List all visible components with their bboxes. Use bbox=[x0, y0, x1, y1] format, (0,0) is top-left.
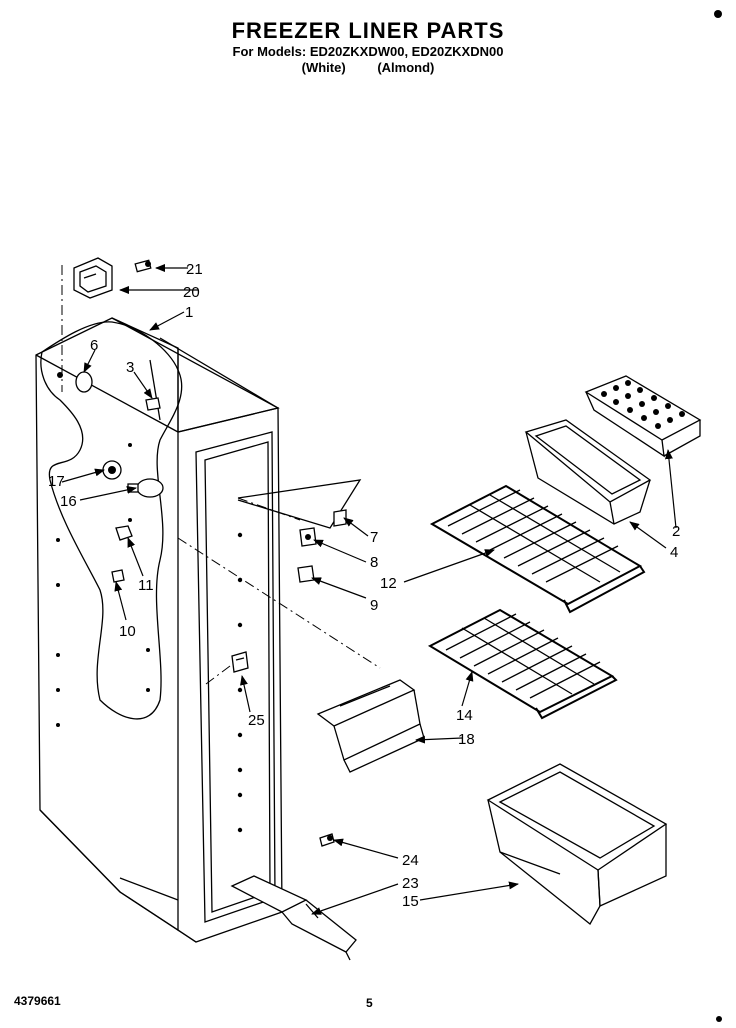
callout-6: 6 bbox=[90, 337, 98, 354]
ice-bin bbox=[524, 419, 652, 525]
callout-20: 20 bbox=[183, 284, 200, 301]
registration-mark-bottom bbox=[716, 1016, 722, 1022]
light-socket bbox=[102, 460, 122, 480]
callout-11: 11 bbox=[138, 577, 154, 594]
callout-25: 25 bbox=[248, 712, 265, 729]
callout-8: 8 bbox=[370, 554, 378, 571]
callout-10: 10 bbox=[119, 623, 136, 640]
callout-12: 12 bbox=[380, 575, 397, 592]
callout-24: 24 bbox=[402, 852, 419, 869]
variant-almond: (Almond) bbox=[377, 60, 435, 75]
light-housing bbox=[73, 257, 113, 299]
shelf-bracket bbox=[316, 679, 425, 773]
callout-2: 2 bbox=[672, 523, 680, 540]
model-list: For Models: ED20ZKXDW00, ED20ZKXDN00 bbox=[232, 44, 504, 59]
thermostat-part bbox=[115, 525, 133, 541]
lower-wire-shelf bbox=[427, 608, 618, 720]
freezer-basket bbox=[486, 763, 668, 925]
registration-mark bbox=[714, 10, 722, 18]
callout-1: 1 bbox=[185, 304, 193, 321]
callout-4: 4 bbox=[670, 544, 678, 561]
callout-16: 16 bbox=[60, 493, 77, 510]
callout-21: 21 bbox=[186, 261, 203, 278]
rail-screw bbox=[319, 833, 335, 847]
callout-17: 17 bbox=[48, 473, 65, 490]
callout-23: 23 bbox=[402, 875, 419, 892]
clip-part bbox=[145, 397, 161, 411]
document-number: 4379661 bbox=[14, 994, 61, 1008]
callout-14: 14 bbox=[456, 707, 473, 724]
color-variants: (White) (Almond) bbox=[0, 60, 736, 75]
page-title: FREEZER LINER PARTS bbox=[231, 18, 505, 43]
variant-white: (White) bbox=[301, 60, 346, 75]
shelf-support-8 bbox=[299, 527, 317, 547]
callout-15: 15 bbox=[402, 893, 419, 910]
ice-tray bbox=[584, 375, 702, 458]
sensor-clip bbox=[111, 569, 125, 583]
callout-3: 3 bbox=[126, 359, 134, 376]
shelf-clip bbox=[231, 651, 249, 673]
callout-18: 18 bbox=[458, 731, 475, 748]
bottom-rail bbox=[230, 875, 357, 961]
page-number: 5 bbox=[366, 996, 373, 1010]
callout-7: 7 bbox=[370, 529, 378, 546]
upper-wire-shelf bbox=[429, 484, 646, 614]
housing-screw bbox=[134, 259, 152, 273]
shelf-support-9 bbox=[297, 565, 315, 583]
callout-9: 9 bbox=[370, 597, 378, 614]
